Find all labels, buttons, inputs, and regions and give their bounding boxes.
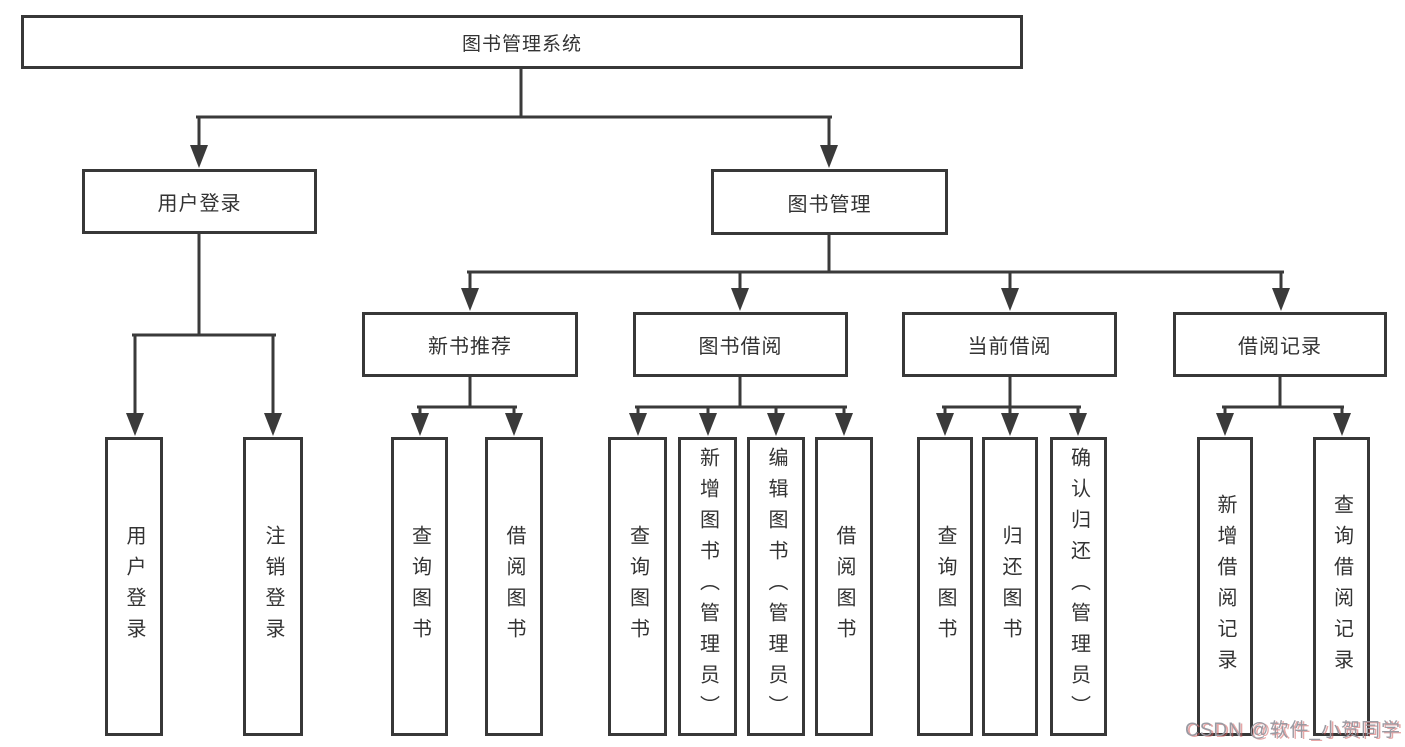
- leaf-logout: 注销登录: [243, 437, 303, 736]
- node-book-borrowing-label: 图书借阅: [698, 336, 783, 358]
- leaf-confirm-return-admin: 确认归还（管理员）: [1050, 437, 1107, 736]
- leaf-recommend-borrow-books: 借阅图书: [485, 437, 543, 736]
- node-book-management: 图书管理: [711, 169, 948, 235]
- csdn-watermark: CSDN @软件_小贺同学: [1185, 720, 1401, 741]
- leaf-user-login: 用户登录: [105, 437, 163, 736]
- node-borrowing-records: 借阅记录: [1173, 312, 1387, 377]
- leaf-current-query-books: 查询图书: [917, 437, 973, 736]
- node-current-borrowing: 当前借阅: [902, 312, 1117, 377]
- leaf-add-borrow-record: 新增借阅记录: [1197, 437, 1253, 736]
- leaf-borrowing-query-books: 查询图书: [608, 437, 667, 736]
- leaf-return-books: 归还图书: [982, 437, 1038, 736]
- node-new-book-recommend: 新书推荐: [362, 312, 578, 377]
- leaf-add-borrow-record-label: 新增借阅记录: [1214, 493, 1236, 680]
- leaf-recommend-query-books: 查询图书: [391, 437, 448, 736]
- node-book-borrowing: 图书借阅: [633, 312, 848, 377]
- leaf-edit-books-admin-label: 编辑图书（管理员）: [765, 447, 787, 726]
- node-root-label: 图书管理系统: [461, 33, 582, 55]
- leaf-recommend-borrow-books-label: 借阅图书: [503, 524, 525, 649]
- leaf-add-books-admin-label: 新增图书（管理员）: [696, 447, 719, 726]
- leaf-return-books-label: 归还图书: [999, 524, 1021, 649]
- leaf-query-borrow-record: 查询借阅记录: [1313, 437, 1370, 736]
- leaf-recommend-query-books-label: 查询图书: [408, 524, 431, 649]
- node-book-management-label: 图书管理: [787, 193, 872, 216]
- leaf-logout-label: 注销登录: [262, 524, 284, 649]
- leaf-confirm-return-admin-label: 确认归还（管理员）: [1067, 447, 1090, 726]
- leaf-edit-books-admin: 编辑图书（管理员）: [747, 437, 805, 736]
- node-current-borrowing-label: 当前借阅: [967, 336, 1052, 358]
- leaf-borrow-books-label: 借阅图书: [833, 524, 855, 649]
- leaf-borrow-books: 借阅图书: [815, 437, 873, 736]
- node-user-login: 用户登录: [82, 169, 317, 234]
- leaf-current-query-books-label: 查询图书: [934, 524, 956, 649]
- leaf-borrowing-query-books-label: 查询图书: [626, 524, 649, 649]
- node-borrowing-records-label: 借阅记录: [1238, 336, 1322, 358]
- leaf-user-login-label: 用户登录: [123, 524, 145, 649]
- leaf-query-borrow-record-label: 查询借阅记录: [1330, 493, 1353, 680]
- node-root-system: 图书管理系统: [21, 15, 1023, 69]
- leaf-add-books-admin: 新增图书（管理员）: [678, 437, 737, 736]
- node-new-book-recommend-label: 新书推荐: [428, 336, 512, 358]
- node-user-login-label: 用户登录: [157, 193, 242, 215]
